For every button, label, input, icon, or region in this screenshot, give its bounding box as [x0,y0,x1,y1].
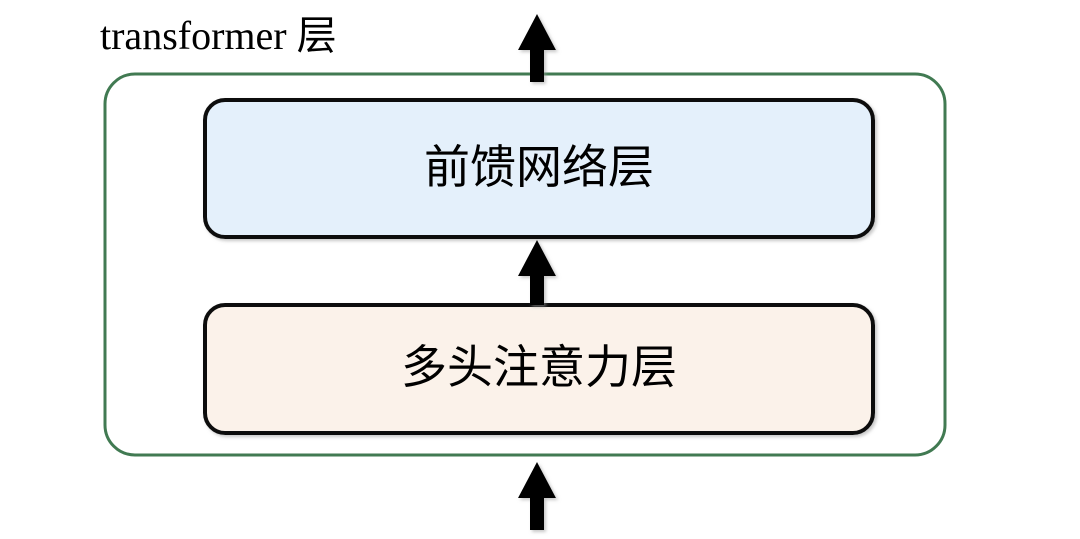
arrow-output-up-icon [518,14,556,82]
multi-head-attention-label: 多头注意力层 [401,342,677,393]
feed-forward-network-label: 前馈网络层 [424,142,654,193]
arrow-attention-to-ffn-icon [518,240,556,305]
arrow-input-up-icon [518,462,556,530]
page-title: transformer 层 [100,13,337,58]
feed-forward-network-block[interactable] [203,98,875,239]
